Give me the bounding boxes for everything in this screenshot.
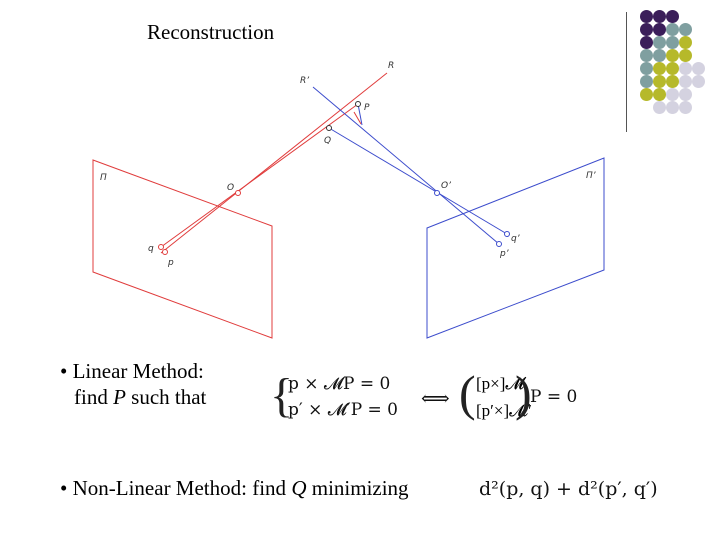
label-R: R: [388, 61, 394, 71]
deco-dot: [679, 88, 692, 101]
deco-dot: [666, 49, 679, 62]
equation-rhs: P = 0: [530, 387, 578, 407]
perp-mark: [353, 111, 362, 125]
iff-arrow: ⟺: [421, 386, 450, 410]
label-P: P: [364, 103, 370, 113]
equation-left-constraint: p × 𝓜P = 0: [288, 374, 391, 394]
label-O-prime: O’: [441, 181, 451, 191]
deco-dot: [640, 75, 653, 88]
label-R-prime: R’: [300, 76, 309, 86]
deco-dot: [666, 62, 679, 75]
matrix-row-1: [p×]𝓜: [476, 374, 525, 393]
bullet-nonlinear-method: • Non-Linear Method: find Q minimizing: [60, 475, 409, 501]
ray-right-Q: [328, 127, 508, 235]
matrix-row-2: [p′×]𝓜′: [476, 401, 532, 420]
deco-dot: [679, 23, 692, 36]
point-O-prime: [434, 190, 440, 196]
deco-dot: [653, 101, 666, 114]
deco-dot: [640, 36, 653, 49]
slide-title: Reconstruction: [147, 20, 275, 44]
deco-dot: [679, 62, 692, 75]
deco-dot: [640, 49, 653, 62]
left-paren: (: [459, 365, 476, 421]
point-O: [235, 190, 241, 196]
deco-dot: [679, 49, 692, 62]
text-fragment: • Non-Linear Method: find: [60, 476, 292, 500]
perp-mark: [357, 103, 363, 126]
deco-dot: [679, 36, 692, 49]
deco-dot: [692, 62, 705, 75]
label-Pi-prime: Π’: [586, 171, 596, 181]
deco-dot: [640, 10, 653, 23]
objective-function: d²(p, q) + d²(p′, q′): [479, 478, 658, 500]
text-fragment: minimizing: [306, 476, 409, 500]
ray-R: [160, 72, 388, 254]
label-Q: Q: [324, 136, 331, 146]
ray-left-P: [160, 103, 359, 248]
deco-dot: [666, 36, 679, 49]
right-paren: ): [515, 365, 532, 421]
label-q-prime: q’: [511, 234, 520, 244]
label-O: O: [227, 183, 234, 193]
ray-R-prime: [312, 86, 500, 245]
deco-dot: [653, 23, 666, 36]
label-p: p: [167, 258, 174, 268]
deco-dot: [666, 10, 679, 23]
deco-dot: [666, 88, 679, 101]
text-fragment: find: [74, 385, 114, 409]
point-q: [158, 244, 164, 250]
deco-dot: [666, 23, 679, 36]
deco-dot: [653, 36, 666, 49]
deco-dot: [679, 75, 692, 88]
bullet-linear-heading: • Linear Method:: [60, 359, 204, 383]
point-Q: [326, 125, 332, 131]
variable-P: P: [113, 385, 126, 409]
deco-dot: [640, 88, 653, 101]
variable-Q: Q: [291, 476, 307, 500]
equation-right-constraint: p′ × 𝓜′P = 0: [288, 400, 398, 420]
label-q: q: [148, 244, 154, 254]
point-q-prime: [504, 231, 510, 237]
left-image-plane: [92, 159, 273, 339]
decorative-divider: [626, 12, 627, 132]
equation-brace: {: [270, 369, 294, 422]
label-p-prime: p’: [499, 249, 509, 259]
point-P: [355, 101, 361, 107]
point-p: [162, 249, 168, 255]
deco-dot: [640, 23, 653, 36]
deco-dot: [666, 75, 679, 88]
bullet-linear-method: • Linear Method: find P such that: [60, 358, 206, 410]
point-p-prime: [496, 241, 502, 247]
deco-dot: [653, 10, 666, 23]
deco-dot: [640, 62, 653, 75]
bullet-linear-detail: find P such that: [60, 384, 206, 410]
deco-dot: [653, 62, 666, 75]
deco-dot: [692, 75, 705, 88]
right-image-plane: [426, 157, 605, 339]
deco-dot: [653, 75, 666, 88]
deco-dot: [679, 101, 692, 114]
deco-dot: [666, 101, 679, 114]
deco-dot: [653, 88, 666, 101]
deco-dot: [653, 49, 666, 62]
text-fragment: such that: [125, 385, 207, 409]
label-Pi: Π: [100, 173, 107, 183]
